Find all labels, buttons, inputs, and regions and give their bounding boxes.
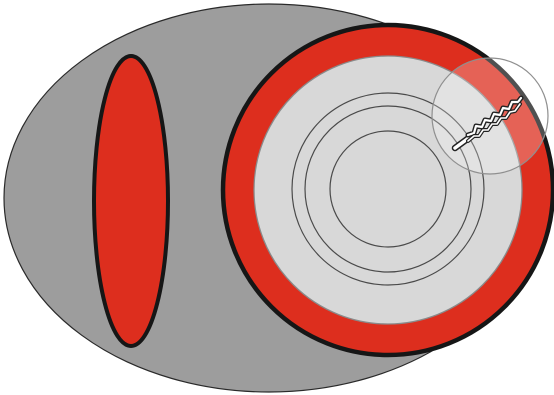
magnifier-circle [432,58,548,174]
left-red-ellipse [94,56,168,346]
